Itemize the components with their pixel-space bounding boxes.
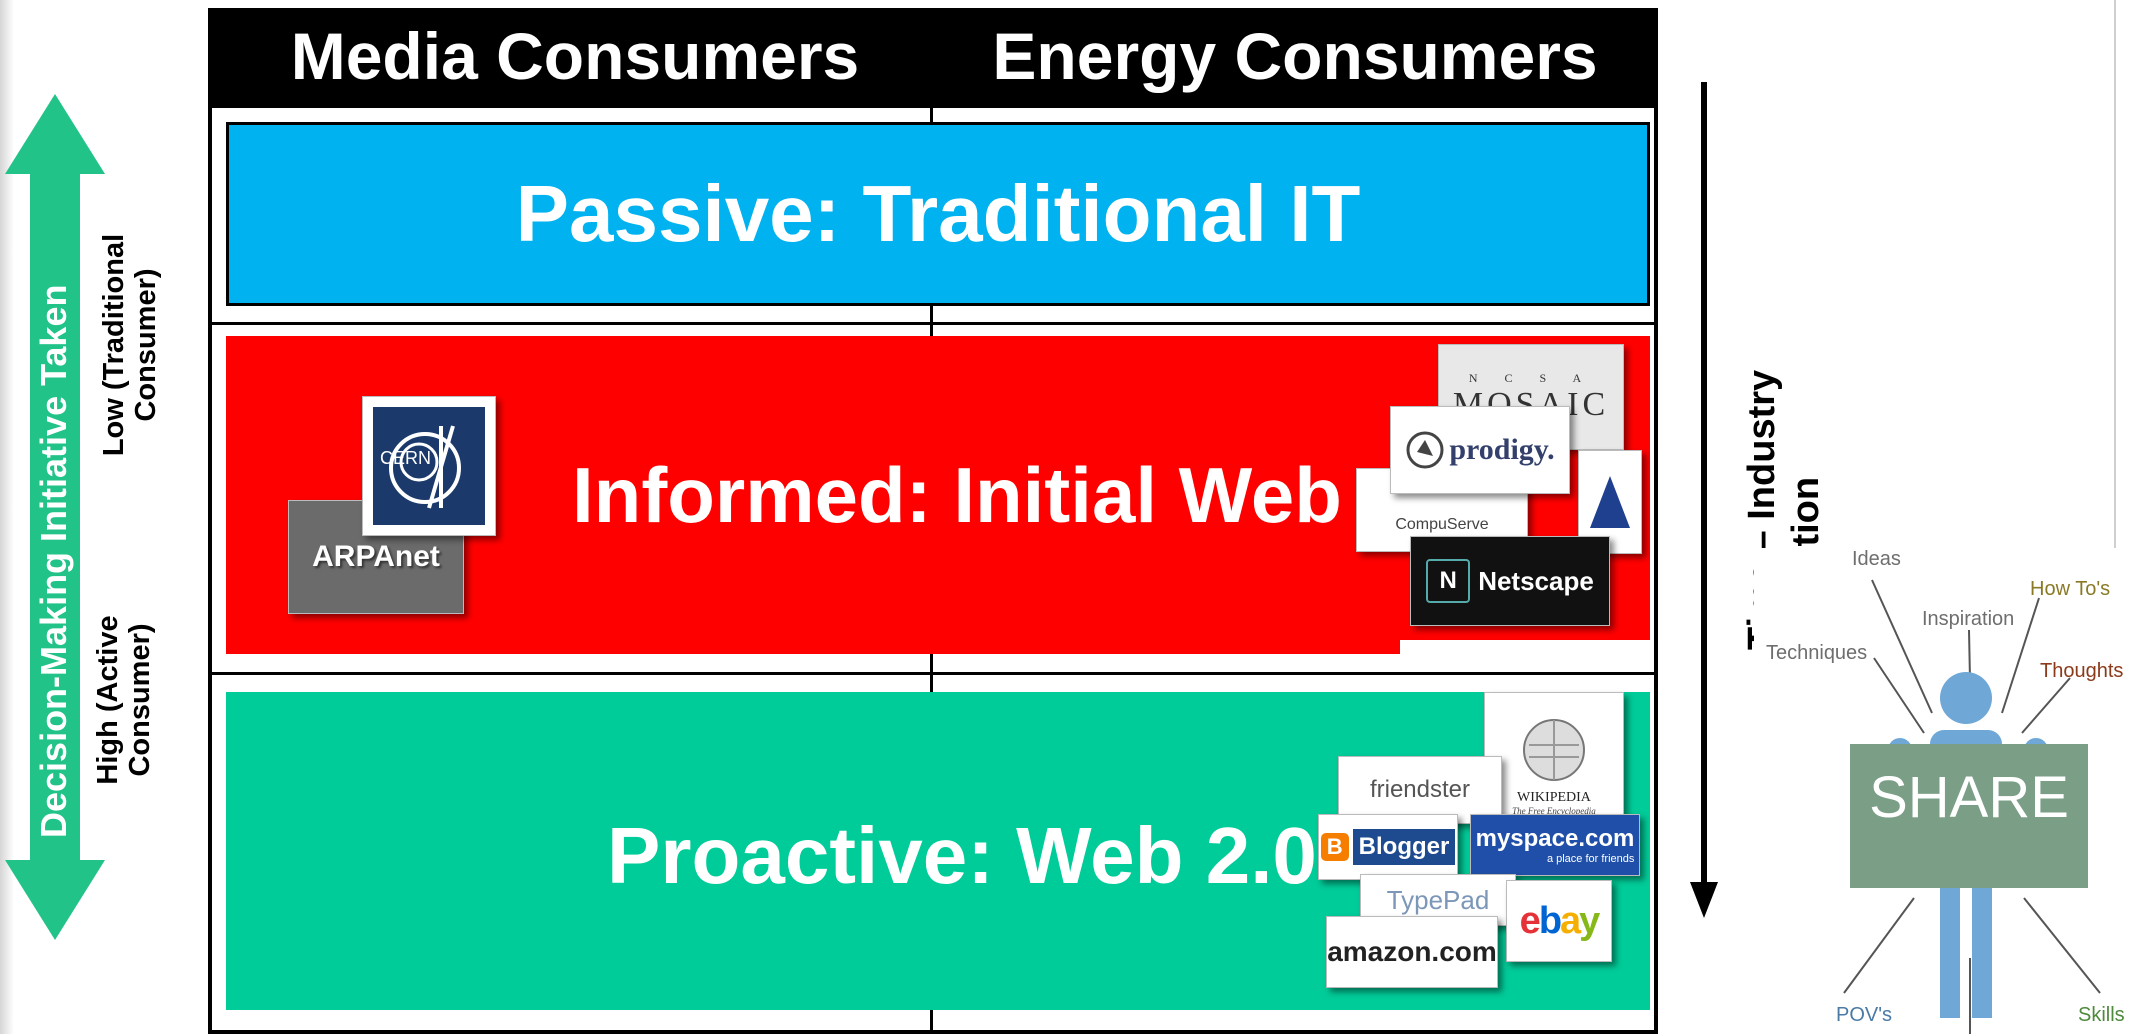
myspace-logo: myspace.com a place for friends: [1470, 814, 1640, 876]
prodigy-logo: prodigy.: [1390, 406, 1570, 494]
amazon-logo: amazon.com: [1326, 916, 1498, 988]
share-word-povs: POV's: [1836, 1004, 1893, 1026]
share-word-skills: Skills: [2078, 1004, 2125, 1026]
row-divider-2: [208, 672, 1658, 675]
share-word-techniques: Techniques: [1766, 642, 1868, 664]
cern-emblem-icon: [389, 425, 461, 509]
passive-band-label: Passive: Traditional IT: [515, 169, 1361, 258]
time-axis-arrow: [1690, 82, 1718, 918]
share-sign-text: SHARE: [1869, 765, 2069, 830]
right-edge-rule: [2114, 0, 2116, 548]
blogger-b-icon: B: [1320, 833, 1349, 861]
share-word-ideas: Ideas: [1852, 548, 1901, 570]
header-media-consumers: Media Consumers: [290, 19, 860, 93]
header-bar: [208, 8, 1658, 108]
informed-band-notch: [1400, 640, 1650, 654]
share-word-how-tos: How To's: [2030, 578, 2111, 600]
proactive-band-label: Proactive: Web 2.0: [607, 811, 1317, 900]
cern-logo: [362, 396, 496, 536]
share-figure-icon: [1843, 579, 2101, 1034]
high-initiative-label: High (Active Consumer): [92, 615, 156, 785]
aol-triangle-icon: [1590, 476, 1630, 528]
share-word-thoughts: Thoughts: [2040, 660, 2124, 682]
share-word-inspiration: Inspiration: [1922, 608, 2015, 630]
page-edge: [0, 0, 14, 1034]
decision-making-axis-arrow: [5, 94, 105, 940]
row-divider-1: [208, 322, 1658, 325]
blogger-logo: B Blogger: [1318, 814, 1458, 880]
informed-band-label: Informed: Initial Web: [572, 451, 1342, 539]
header-energy-consumers: Energy Consumers: [992, 19, 1598, 93]
low-initiative-label: Low (Traditional Consumer): [98, 233, 162, 457]
prodigy-icon: [1406, 431, 1444, 469]
netscape-logo: N Netscape: [1410, 536, 1610, 626]
decision-making-axis-label: Decision-Making Initiative Taken: [33, 284, 74, 838]
wikipedia-globe-icon: [1522, 718, 1585, 781]
passive-band: Passive: Traditional IT: [226, 122, 1650, 306]
ebay-logo: ebay: [1506, 880, 1612, 962]
netscape-n-icon: N: [1426, 559, 1471, 603]
cern-logo-text: CERN: [380, 448, 432, 468]
